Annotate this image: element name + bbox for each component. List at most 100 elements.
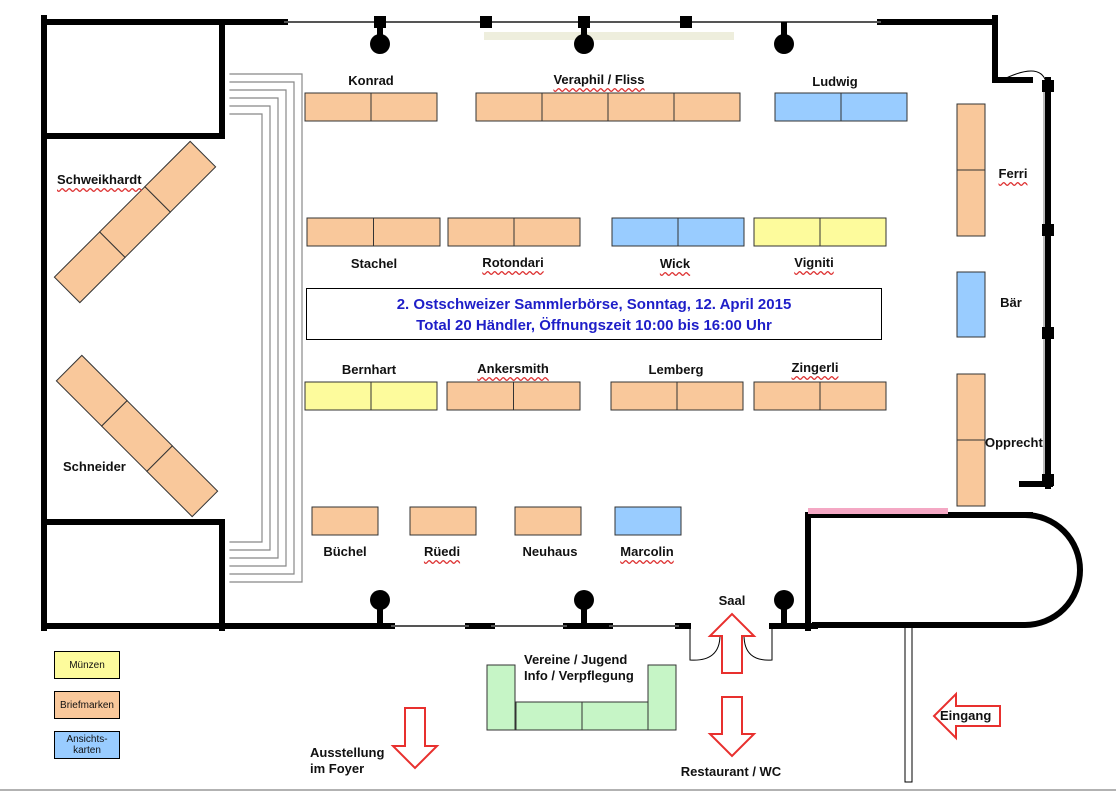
- table-segment: [311, 506, 379, 536]
- legend-briefmarken: Briefmarken: [54, 691, 120, 719]
- table-segment: [370, 92, 438, 122]
- table-segment: [647, 664, 677, 731]
- table-segment: [753, 381, 821, 411]
- table-segment: [774, 92, 842, 122]
- table-opprecht: [956, 373, 986, 507]
- table-segment: [753, 217, 821, 247]
- pillar-stem: [581, 22, 587, 36]
- vendor-label-bernhart: Bernhart: [341, 362, 397, 377]
- event-title-box: 2. Ostschweizer Sammlerbörse, Sonntag, 1…: [306, 288, 882, 340]
- vendor-label-opprecht: Opprecht: [985, 435, 1043, 450]
- table-vereine: [486, 664, 677, 731]
- stage-step: [229, 89, 287, 567]
- wall-post: [1042, 80, 1054, 92]
- stage-step: [229, 113, 263, 543]
- vendor-label-wick: Wick: [659, 256, 691, 271]
- table-segment: [677, 217, 745, 247]
- table-segment: [144, 140, 217, 213]
- vendor-label-rueedi: Rüedi: [423, 544, 461, 559]
- table-segment: [840, 92, 908, 122]
- table-segment: [146, 445, 219, 518]
- vendor-tables: [53, 92, 986, 731]
- arrow-left-eingang: [932, 691, 1001, 741]
- table-segment: [956, 271, 986, 338]
- table-neuhaus: [514, 506, 582, 536]
- table-segment: [513, 217, 581, 247]
- stage-strip: [484, 32, 734, 40]
- table-redi: [409, 506, 477, 536]
- pillar-stem: [781, 22, 787, 36]
- table-segment: [514, 506, 582, 536]
- table-segment: [304, 92, 372, 122]
- vendor-label-marcolin: Marcolin: [620, 544, 674, 559]
- event-title: 2. Ostschweizer Sammlerbörse, Sonntag, 1…: [396, 296, 792, 313]
- table-segment: [673, 92, 741, 122]
- table-bchel: [311, 506, 379, 536]
- legend-ansichtskarten: Ansichts- karten: [54, 731, 120, 759]
- stage-step: [229, 81, 295, 575]
- legend-muenzen: Münzen: [54, 651, 120, 679]
- table-ludwig: [774, 92, 908, 122]
- table-segment: [447, 217, 515, 247]
- stage-step: [229, 73, 303, 583]
- table-segment: [515, 701, 583, 731]
- vendor-label-baer: Bär: [1000, 295, 1022, 310]
- table-vigniti: [753, 217, 887, 247]
- table-ankersmith: [446, 381, 581, 411]
- vendor-label-schneider: Schneider: [63, 459, 126, 474]
- table-segment: [409, 506, 477, 536]
- table-segment: [611, 217, 679, 247]
- stage-step: [229, 97, 279, 559]
- table-schweikhardt: [53, 140, 217, 304]
- table-segment: [956, 103, 986, 171]
- table-segment: [541, 92, 609, 122]
- table-zingerli: [753, 381, 887, 411]
- table-segment: [475, 92, 543, 122]
- arrow-down-ausstellung: [390, 707, 440, 770]
- wall-post: [680, 16, 692, 28]
- table-wick: [611, 217, 745, 247]
- pillar-stem: [781, 608, 787, 624]
- pillar: [774, 590, 794, 610]
- vendor-label-buechel: Büchel: [323, 544, 367, 559]
- eingang-label: Eingang: [940, 708, 992, 723]
- table-segment: [956, 439, 986, 507]
- table-segment: [304, 381, 372, 411]
- ausstellung-label: Ausstellung im Foyer: [310, 745, 385, 776]
- wall-post: [480, 16, 492, 28]
- table-segment: [581, 701, 649, 731]
- arrow-up-saal: [707, 612, 757, 674]
- table-marcolin: [614, 506, 682, 536]
- table-segment: [486, 664, 516, 731]
- table-veraphilfliss: [475, 92, 741, 122]
- event-subtitle: Total 20 Händler, Öffnungszeit 10:00 bis…: [416, 317, 772, 334]
- vendor-label-veraphil-fliss: Veraphil / Fliss: [553, 72, 645, 87]
- vendor-label-stachel: Stachel: [350, 256, 398, 271]
- table-segment: [610, 381, 678, 411]
- table-segment: [819, 381, 887, 411]
- vendor-label-ludwig: Ludwig: [812, 74, 858, 89]
- vendor-label-rotondari: Rotondari: [482, 255, 544, 270]
- table-segment: [370, 381, 438, 411]
- table-segment: [446, 381, 514, 411]
- vendor-label-konrad: Konrad: [348, 73, 394, 88]
- wall-post: [1042, 474, 1054, 486]
- vendor-label-schweikhardt: Schweikhardt: [57, 172, 142, 187]
- table-segment: [373, 217, 441, 247]
- table-segment: [607, 92, 675, 122]
- table-segment: [306, 217, 374, 247]
- walls: [0, 15, 1116, 791]
- table-segment: [819, 217, 887, 247]
- table-rotondari: [447, 217, 581, 247]
- table-schneider: [55, 354, 219, 518]
- direction-arrows: [390, 612, 1001, 770]
- saal-label: Saal: [718, 593, 746, 608]
- vendor-label-zingerli: Zingerli: [791, 360, 839, 375]
- table-bernhart: [304, 381, 438, 411]
- pillar-stem: [377, 608, 383, 624]
- vendor-label-ferri: Ferri: [998, 166, 1028, 181]
- table-segment: [614, 506, 682, 536]
- pillar: [574, 590, 594, 610]
- pillar: [574, 34, 594, 54]
